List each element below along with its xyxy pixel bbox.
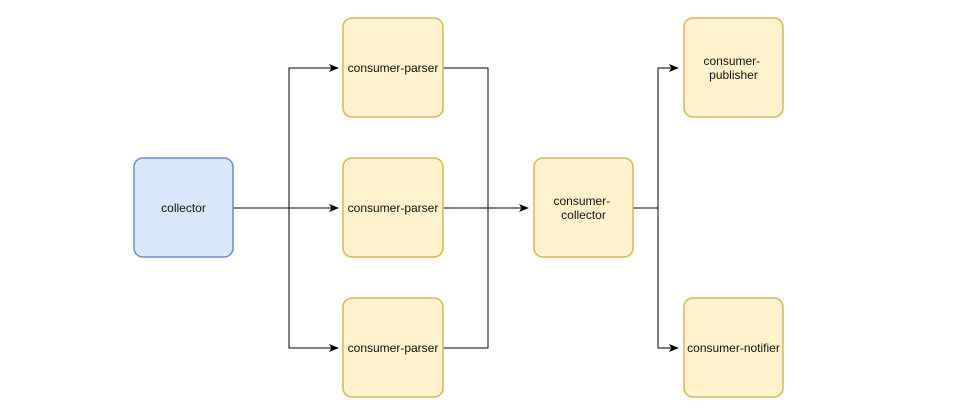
edge-consumer-collector-to-publisher [633, 64, 679, 209]
node-consumer-notifier[interactable]: consumer-notifier [683, 297, 784, 398]
node-consumer-publisher[interactable]: consumer- publisher [683, 17, 784, 118]
node-consumer-collector[interactable]: consumer- collector [533, 157, 634, 258]
node-consumer-publisher-label: consumer- publisher [703, 54, 763, 82]
node-consumer-parser-bot-label: consumer-parser [348, 341, 439, 355]
node-consumer-parser-top[interactable]: consumer-parser [342, 17, 444, 118]
node-consumer-parser-bot[interactable]: consumer-parser [342, 297, 444, 398]
node-consumer-parser-mid-label: consumer-parser [348, 201, 439, 215]
node-consumer-collector-label: consumer- collector [553, 194, 613, 222]
edge-collector-to-parser-top [233, 64, 339, 209]
node-collector-label: collector [161, 201, 206, 215]
edge-parser-top-to-consumer-collector [443, 67, 489, 208]
node-collector[interactable]: collector [133, 157, 234, 258]
edge-collector-to-parser-bot [288, 208, 339, 352]
node-consumer-notifier-label: consumer-notifier [687, 341, 780, 355]
node-consumer-parser-top-label: consumer-parser [348, 61, 439, 75]
edges-layer [233, 64, 679, 352]
edge-parser-bot-to-consumer-collector [443, 208, 489, 349]
nodes-layer: collector consumer-parser consumer-parse… [133, 17, 784, 398]
node-consumer-parser-mid[interactable]: consumer-parser [342, 157, 444, 258]
edge-consumer-collector-to-notifier [657, 208, 679, 352]
